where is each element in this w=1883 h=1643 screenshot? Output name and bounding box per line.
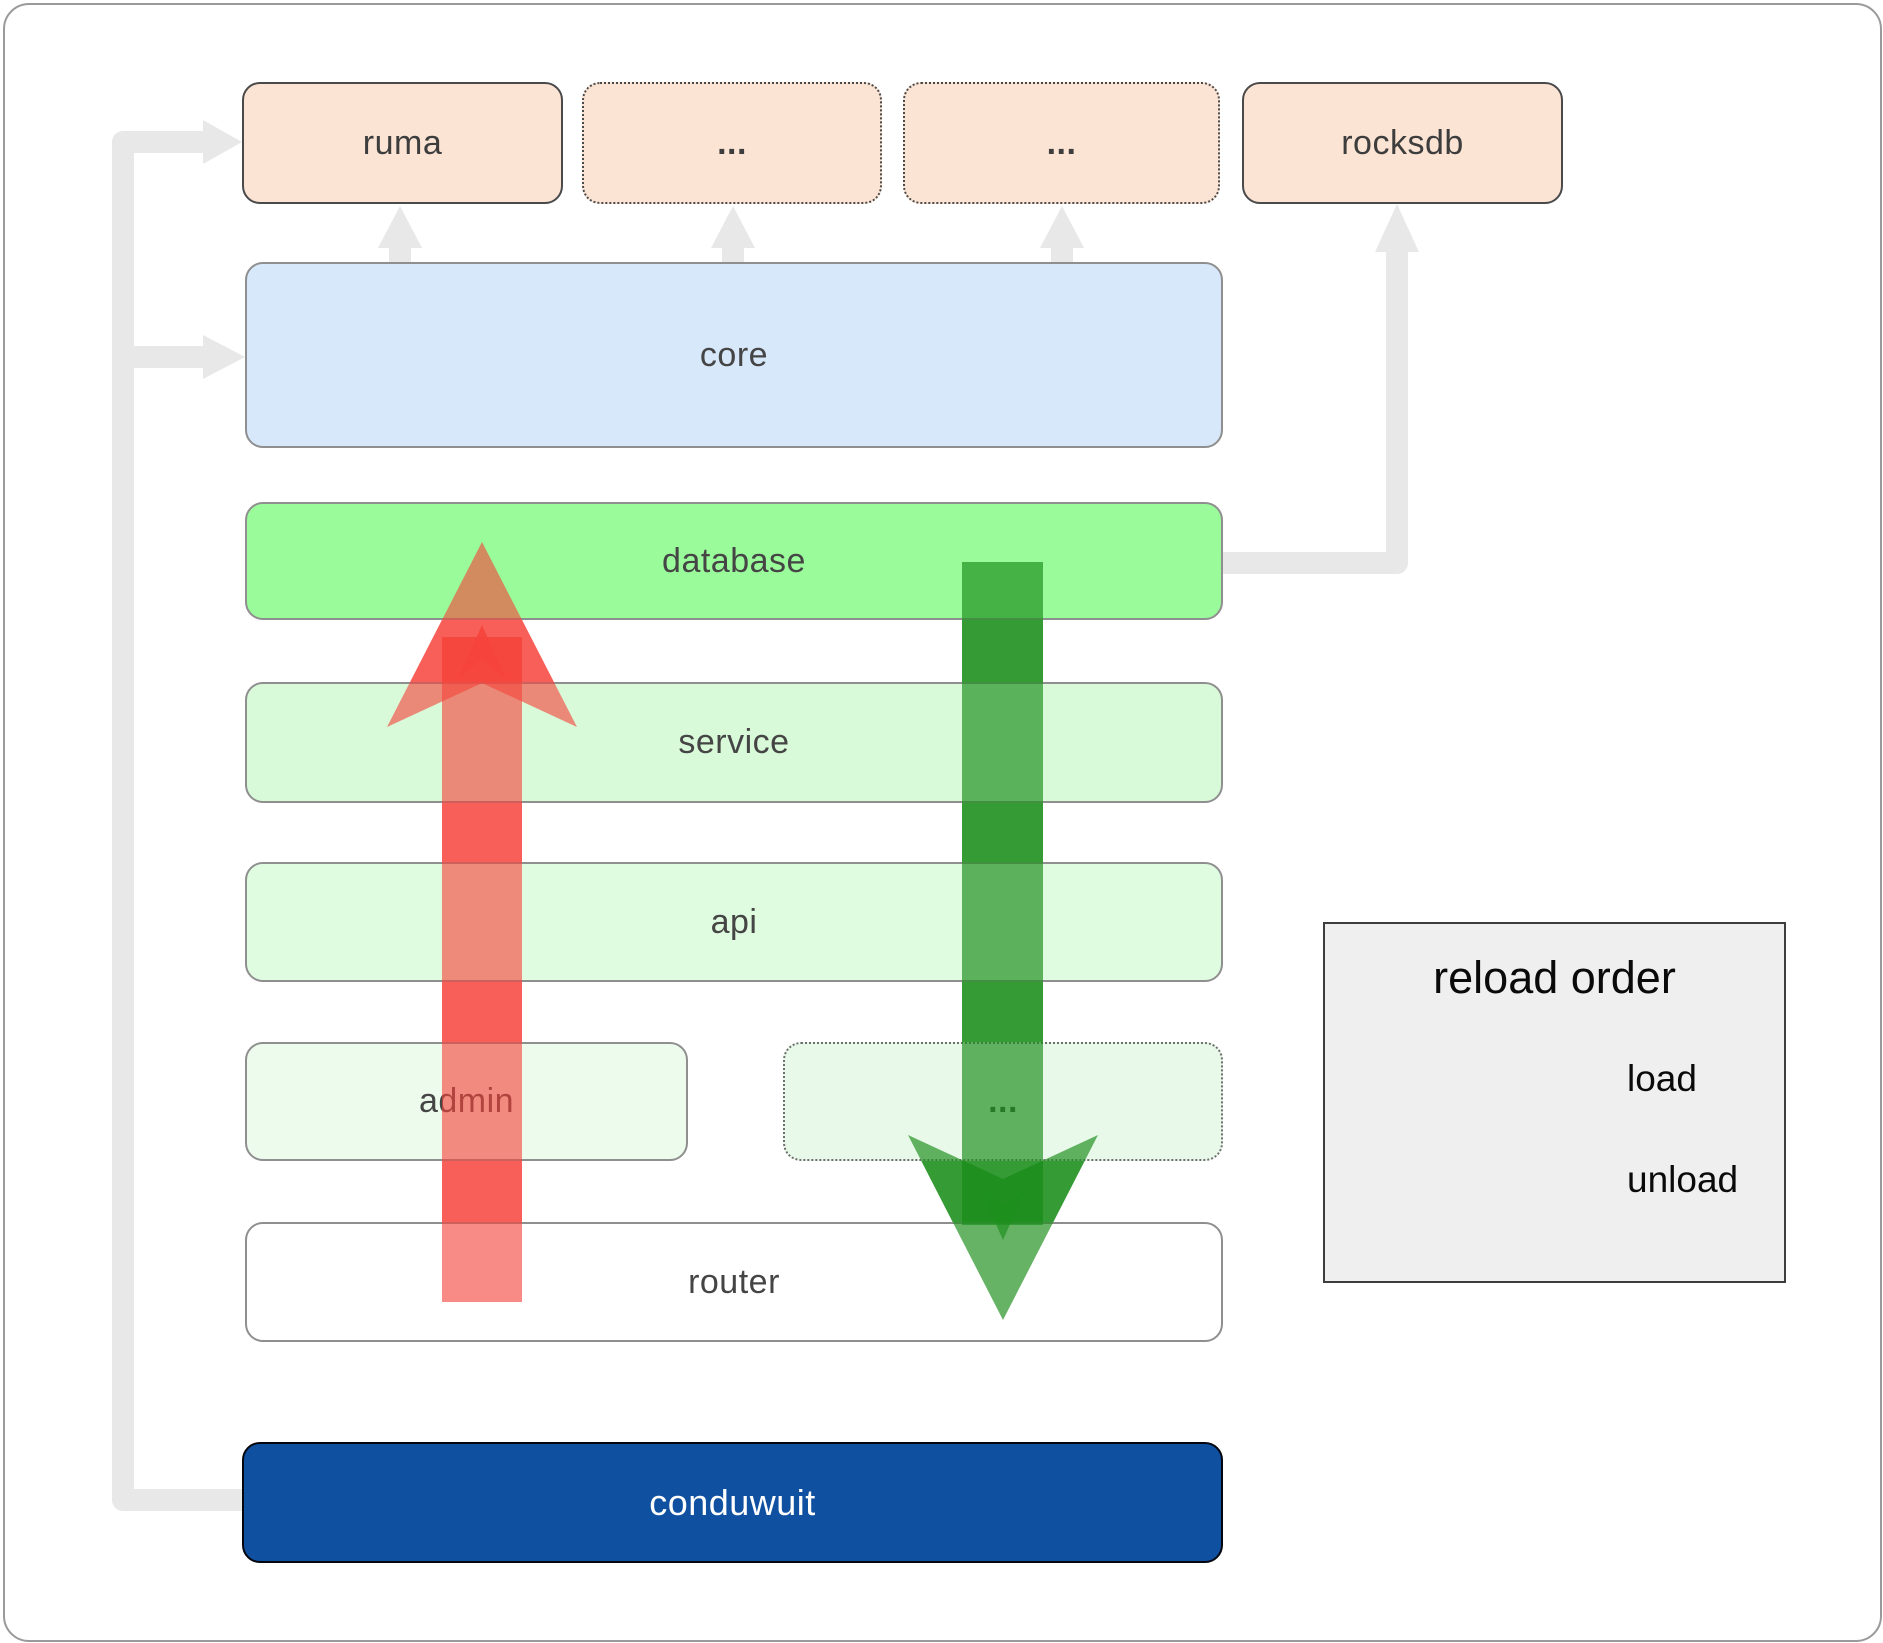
node-admin-extension: ... bbox=[783, 1042, 1223, 1161]
node-service: service bbox=[245, 682, 1223, 803]
legend-unload-label: unload bbox=[1627, 1159, 1739, 1200]
node-rocksdb: rocksdb bbox=[1242, 82, 1563, 204]
node-router: router bbox=[245, 1222, 1223, 1342]
legend-load-label: load bbox=[1627, 1058, 1697, 1099]
node-admin: admin bbox=[245, 1042, 688, 1161]
node-database: database bbox=[245, 502, 1223, 620]
node-core: core bbox=[245, 262, 1223, 448]
legend-box bbox=[1323, 922, 1786, 1283]
node-extension-2: ... bbox=[903, 82, 1220, 204]
node-extension-1: ... bbox=[582, 82, 882, 204]
node-ruma: ruma bbox=[242, 82, 563, 204]
node-api: api bbox=[245, 862, 1223, 982]
node-conduwuit: conduwuit bbox=[242, 1442, 1223, 1563]
legend-title: reload order bbox=[1433, 952, 1676, 1003]
diagram-canvas bbox=[3, 3, 1882, 1642]
